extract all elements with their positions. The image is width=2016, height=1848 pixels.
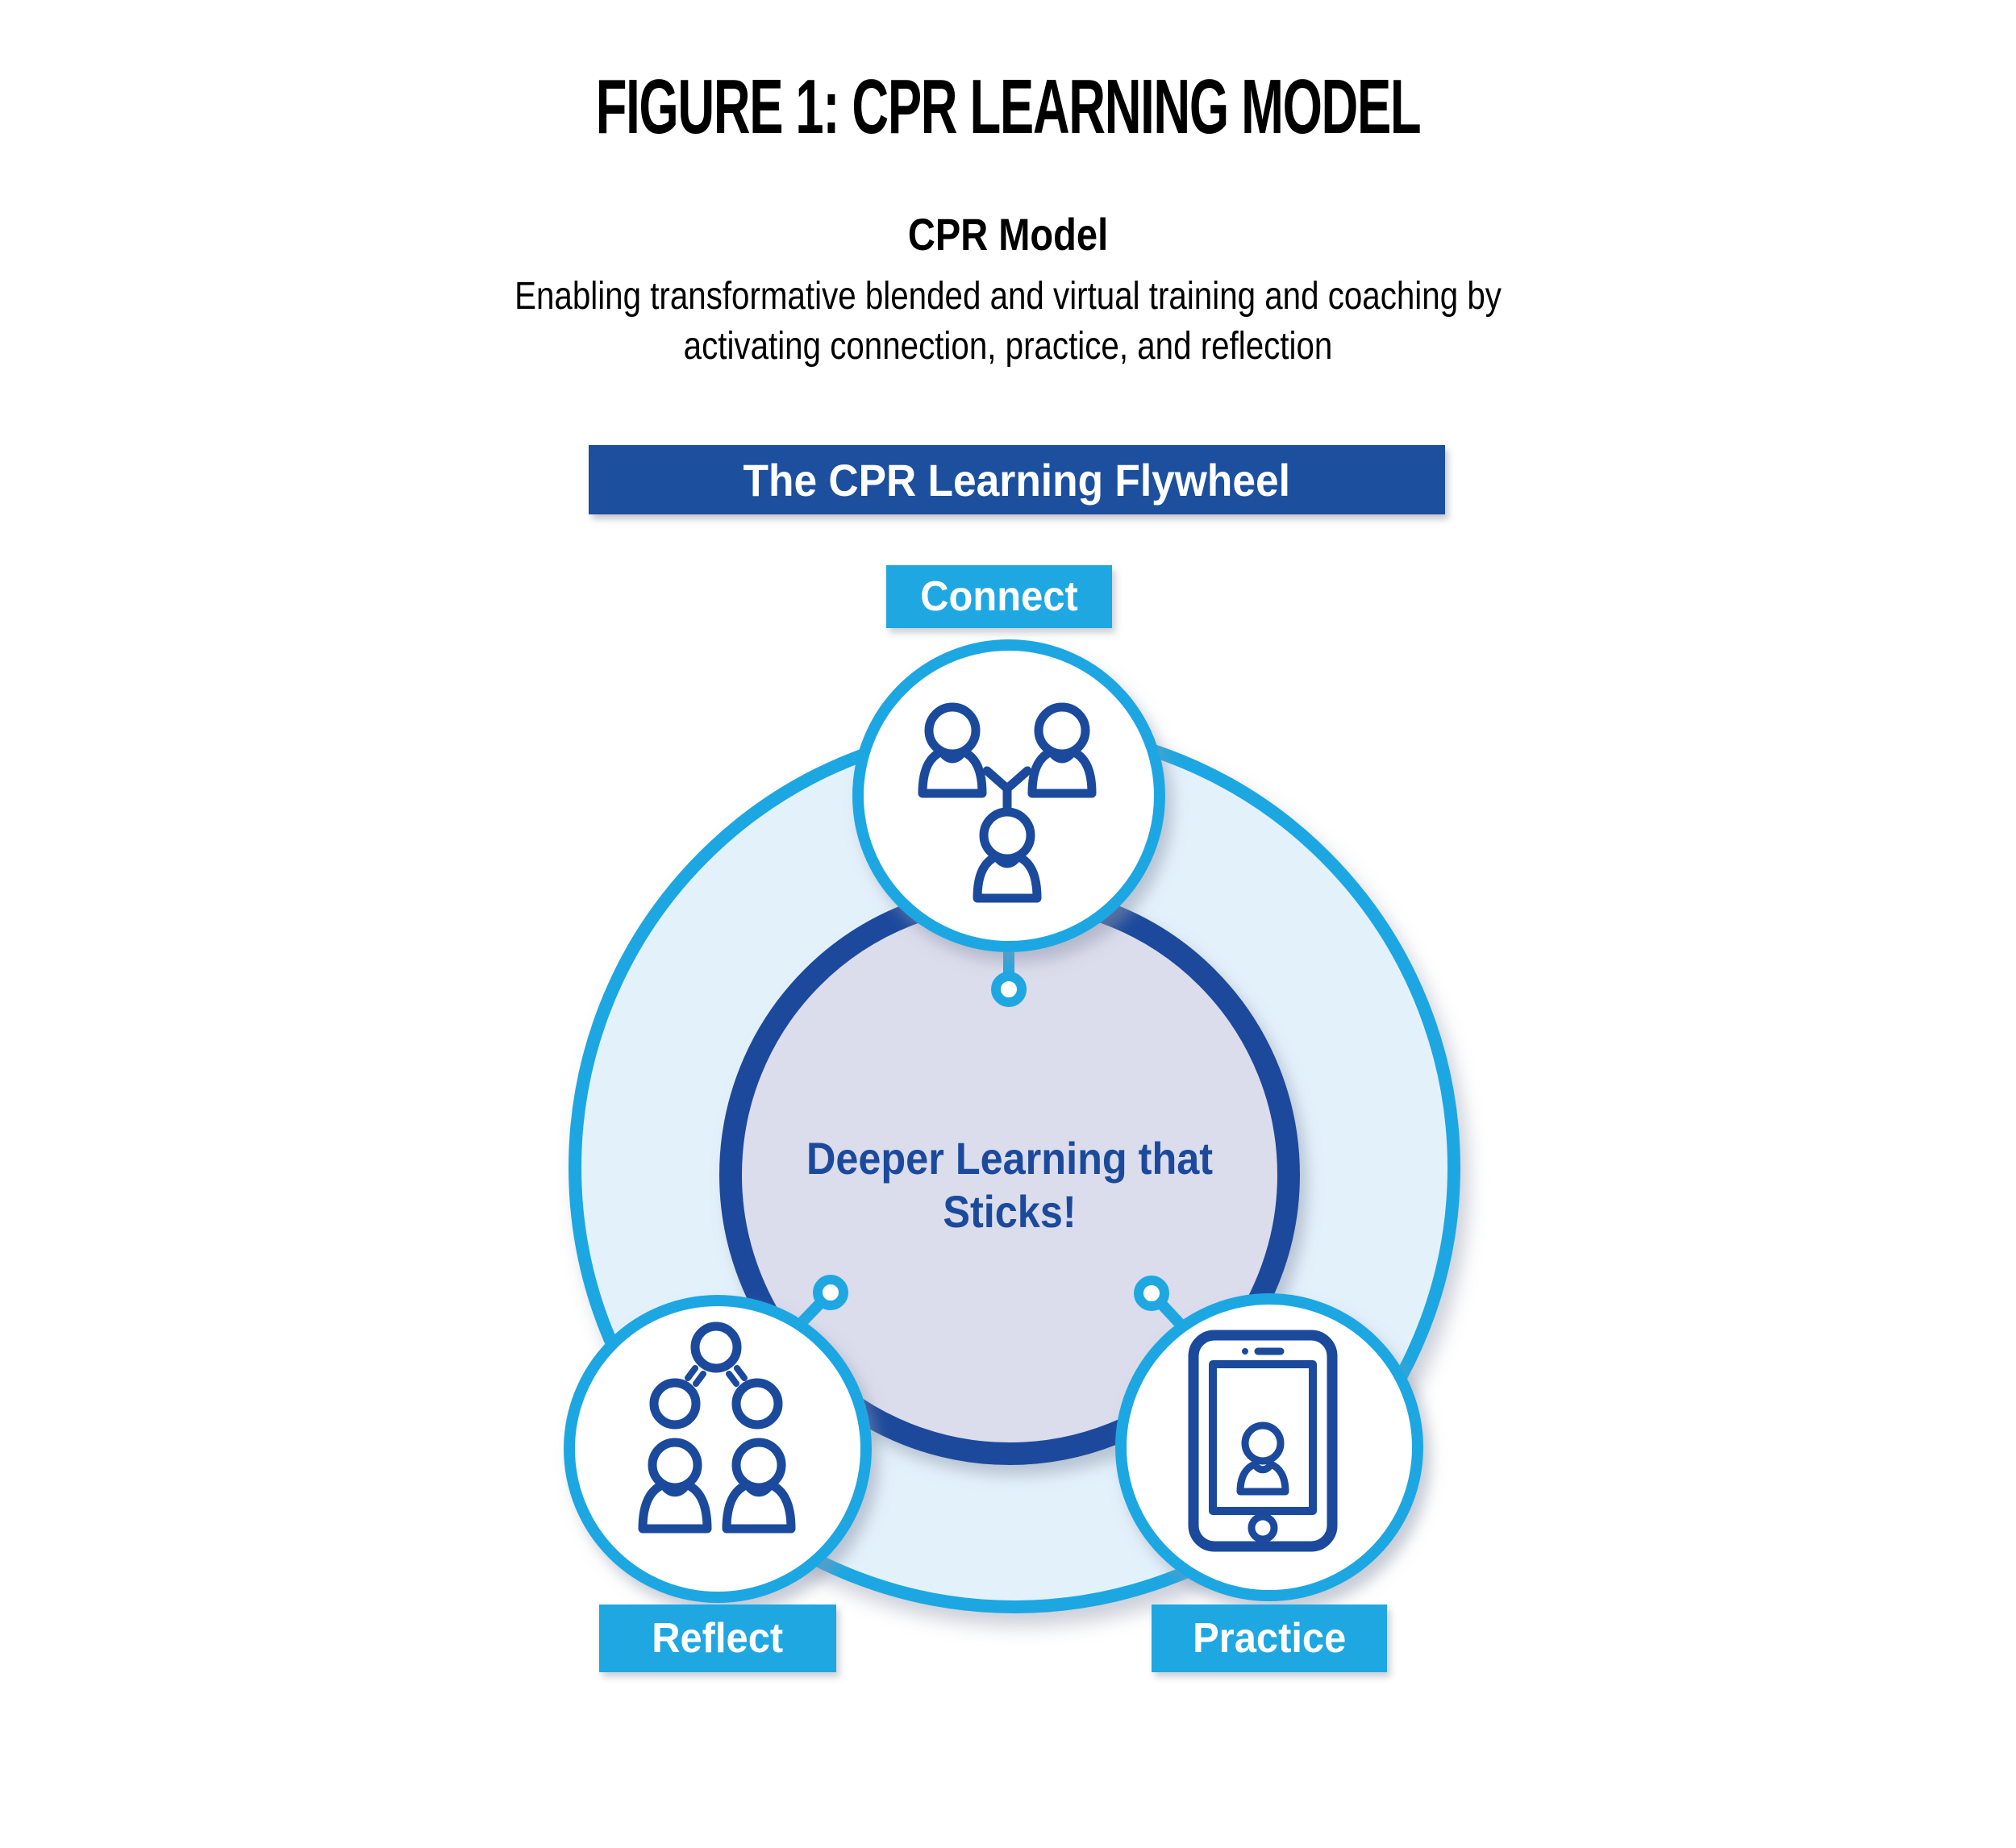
center-message-line-2: Sticks! [943, 1186, 1077, 1237]
reflect-label: Reflect [599, 1605, 836, 1672]
connect-label: Connect [886, 565, 1112, 628]
connect-label-text: Connect [920, 573, 1078, 620]
center-message: Deeper Learning that Sticks! [792, 1132, 1227, 1238]
people-network-icon [918, 702, 1097, 903]
tablet-person-icon [1188, 1330, 1338, 1552]
flywheel-banner: The CPR Learning Flywheel [589, 445, 1445, 514]
group-hierarchy-icon [638, 1321, 796, 1534]
reflect-node-circle [564, 1295, 872, 1603]
subtitle-heading: CPR Model [907, 209, 1109, 260]
reflect-label-text: Reflect [652, 1615, 784, 1662]
center-message-line-1: Deeper Learning that [806, 1133, 1214, 1184]
practice-label: Practice [1152, 1605, 1387, 1672]
practice-label-text: Practice [1192, 1615, 1347, 1662]
flywheel-banner-label: The CPR Learning Flywheel [743, 454, 1291, 506]
figure-title: FIGURE 1: CPR LEARNING MODEL [595, 64, 1422, 150]
subtitle-line-1: Enabling transformative blended and virt… [514, 275, 1502, 318]
subtitle-line-2: activating connection, practice, and ref… [683, 325, 1333, 368]
